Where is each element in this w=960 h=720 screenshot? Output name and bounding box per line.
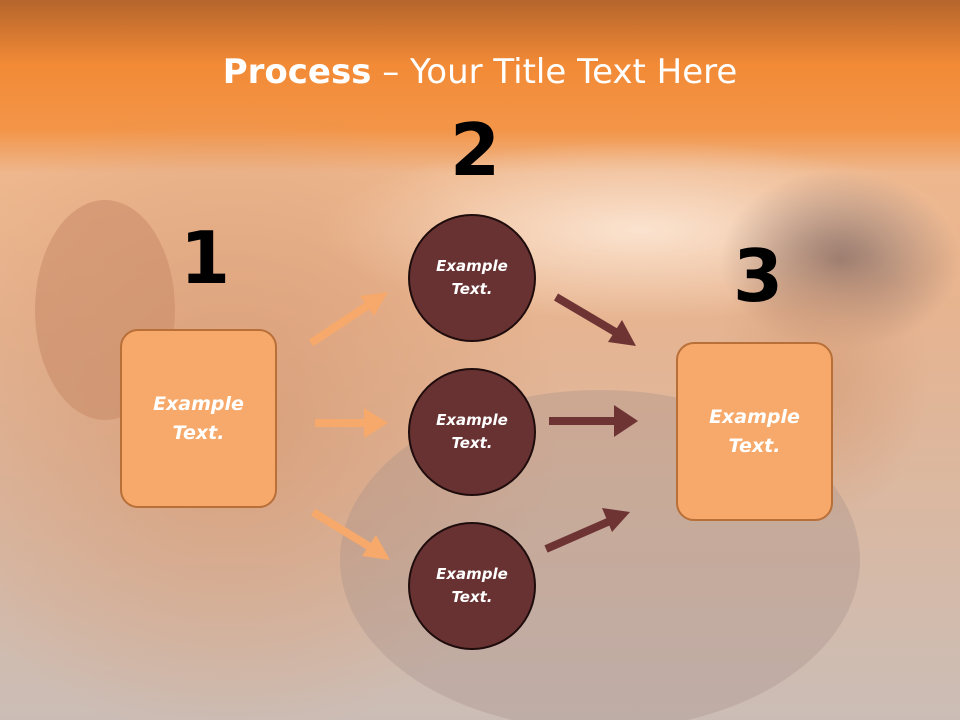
title-bold: Process <box>222 52 372 92</box>
step-2-circle-bottom: Example Text. <box>408 522 536 650</box>
step-1-label: Example Text. <box>153 392 244 444</box>
slide-title: Process – Your Title Text Here <box>0 52 960 92</box>
step-2-number: 2 <box>450 108 501 192</box>
step-2-circle-middle-label: Example Text. <box>436 411 508 452</box>
arrow-2-bottom-to-3 <box>544 508 630 553</box>
step-2-circle-top: Example Text. <box>408 214 536 342</box>
step-3-box: Example Text. <box>676 342 833 521</box>
arrow-1-to-2-middle <box>315 408 388 438</box>
title-rest: – Your Title Text Here <box>371 52 738 92</box>
step-1-box: Example Text. <box>120 329 277 508</box>
arrow-2-top-to-3 <box>553 293 636 346</box>
arrow-1-to-2-top <box>308 292 388 347</box>
step-3-number: 3 <box>733 234 784 318</box>
step-1-number: 1 <box>180 216 231 300</box>
step-2-circle-middle: Example Text. <box>408 368 536 496</box>
arrow-2-middle-to-3 <box>549 405 638 437</box>
arrow-1-to-2-bottom <box>310 508 390 560</box>
step-2-circle-bottom-label: Example Text. <box>436 565 508 606</box>
step-3-label: Example Text. <box>709 405 800 457</box>
step-2-circle-top-label: Example Text. <box>436 257 508 298</box>
